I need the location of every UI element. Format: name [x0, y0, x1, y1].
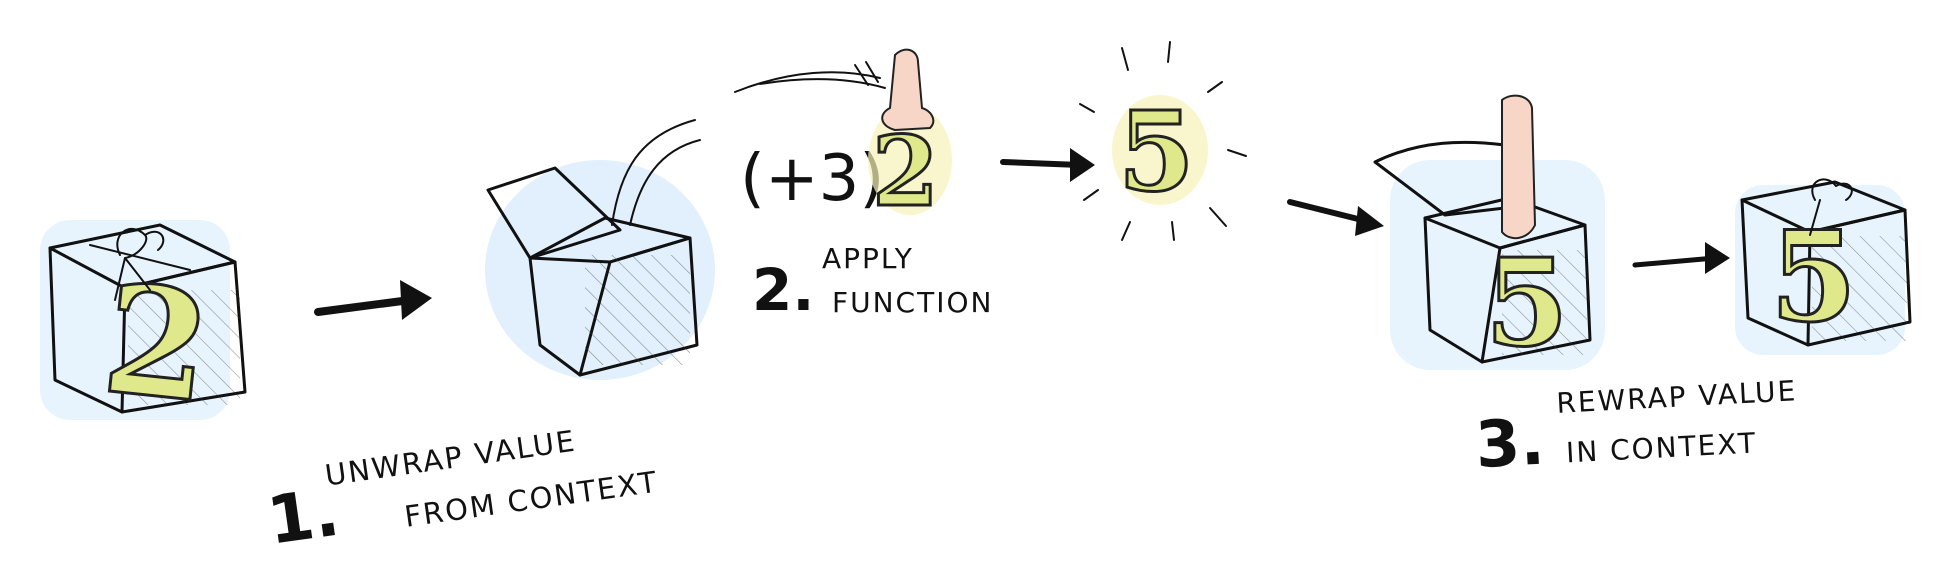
step-3-label: 3. REWRAP VALUE IN CONTEXT: [1474, 374, 1798, 484]
step-3-line2: IN CONTEXT: [1565, 426, 1758, 469]
step-2-line2: FUNCTION: [832, 286, 993, 319]
step-2-number: 2.: [752, 256, 814, 324]
function-application: (+3) 2: [734, 48, 952, 230]
end-value: 5: [1770, 204, 1857, 350]
sparkle-icon: [1079, 41, 1247, 241]
result-value-group: 5: [1079, 41, 1247, 241]
step-1-label: 1. UNWRAP VALUE FROM CONTEXT: [263, 424, 661, 560]
wrapped-box-start: 2: [40, 220, 247, 438]
arrow-1: [314, 280, 432, 320]
arrow-3: [1287, 199, 1384, 236]
rewrap-value: 5: [1485, 233, 1569, 374]
arrow-4: [1632, 242, 1730, 274]
wrapped-box-end: 5: [1735, 178, 1912, 355]
rewrap-box: 5: [1373, 94, 1605, 376]
step-1-number: 1.: [263, 474, 344, 560]
start-value: 2: [96, 251, 218, 437]
step-2-line1: APPLY: [822, 242, 914, 275]
arrow-2: [1000, 148, 1095, 182]
arm-icon: [1501, 94, 1537, 240]
open-box: [485, 119, 715, 380]
result-value: 5: [1118, 87, 1195, 216]
function-label: (+3): [740, 142, 884, 216]
hand-icon: [881, 48, 935, 132]
step-2-label: 2. APPLY FUNCTION: [752, 242, 993, 324]
function-input: 2: [872, 115, 939, 228]
step-3-number: 3.: [1474, 406, 1547, 484]
step-3-line1: REWRAP VALUE: [1556, 374, 1798, 420]
